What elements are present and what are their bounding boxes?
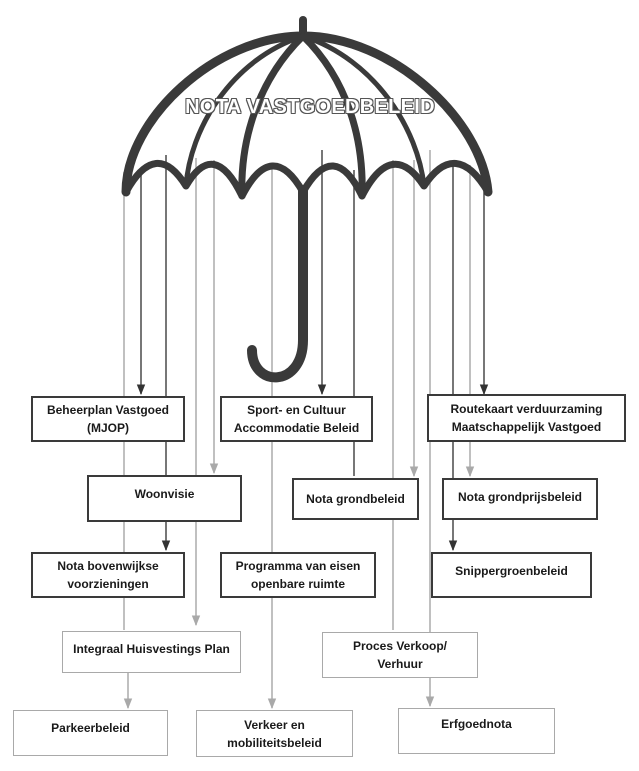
box-nota-grondprijsbeleid: Nota grondprijsbeleid bbox=[442, 478, 598, 520]
diagram-title: NOTA VASTGOEDBELEID bbox=[185, 96, 435, 118]
box-snippergroenbeleid: Snippergroenbeleid bbox=[431, 552, 592, 598]
box-routekaart-verduurzaming: Routekaart verduurzaming Maatschappelijk… bbox=[427, 394, 626, 442]
box-woonvisie: Woonvisie bbox=[87, 475, 242, 522]
box-parkeerbeleid: Parkeerbeleid bbox=[13, 710, 168, 756]
umbrella-icon bbox=[121, 16, 493, 383]
box-proces-verkoop-verhuur: Proces Verkoop/ Verhuur bbox=[322, 632, 478, 678]
box-integraal-huisvestings-plan: Integraal Huisvestings Plan bbox=[62, 631, 241, 673]
box-programma-van-eisen: Programma van eisen openbare ruimte bbox=[220, 552, 376, 598]
box-nota-bovenwijkse-voorzieningen: Nota bovenwijkse voorzieningen bbox=[31, 552, 185, 598]
box-verkeer-mobiliteitsbeleid: Verkeer en mobiliteitsbeleid bbox=[196, 710, 353, 757]
box-sport-cultuur-beleid: Sport- en Cultuur Accommodatie Beleid bbox=[220, 396, 373, 442]
box-beheerplan-vastgoed: Beheerplan Vastgoed (MJOP) bbox=[31, 396, 185, 442]
box-nota-grondbeleid: Nota grondbeleid bbox=[292, 478, 419, 520]
box-erfgoednota: Erfgoednota bbox=[398, 708, 555, 754]
